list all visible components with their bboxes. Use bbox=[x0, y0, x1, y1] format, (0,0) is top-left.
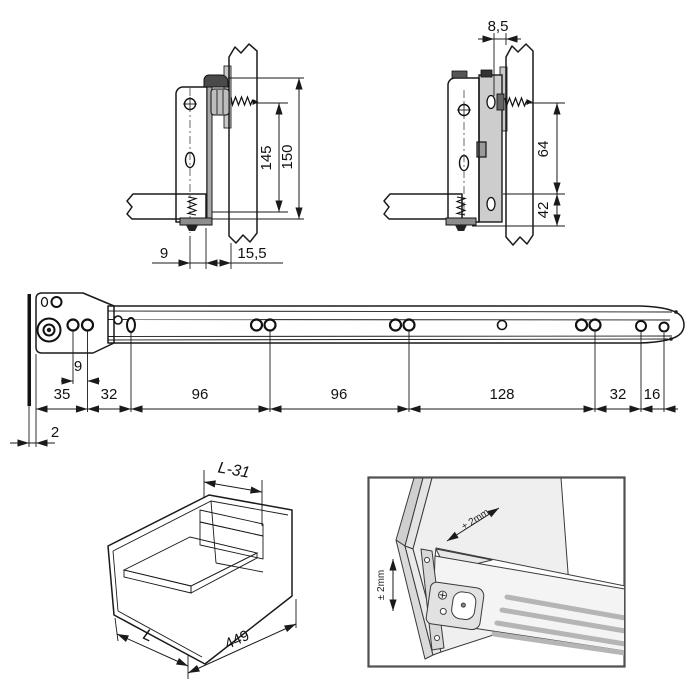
detail-view-right: 8,5 64 42 bbox=[383, 18, 565, 246]
back-panel-face bbox=[199, 521, 264, 560]
rail-head bbox=[35, 292, 115, 354]
dim-label-96b: 96 bbox=[331, 386, 348, 403]
screw-tip bbox=[252, 99, 259, 105]
rail-profile-view: 9 35 32 96 96 128 32 16 2 bbox=[10, 292, 685, 447]
dim-label-16: 16 bbox=[644, 386, 661, 403]
dim-label-145: 145 bbox=[258, 145, 275, 170]
wood-board-horizontal bbox=[126, 193, 207, 220]
screw-vertical bbox=[185, 196, 199, 216]
dim-label-9-pair: 9 bbox=[74, 358, 82, 375]
dim-label-42: 42 bbox=[535, 202, 552, 219]
bottom-flange bbox=[179, 217, 213, 226]
drawer-box-silhouette bbox=[107, 494, 293, 665]
screw-vertical bbox=[454, 196, 468, 216]
screw-tip bbox=[526, 99, 533, 105]
dim-label-96a: 96 bbox=[192, 386, 209, 403]
detail-view-left: 145 150 9 15,5 bbox=[126, 43, 304, 269]
dim-label-2: 2 bbox=[51, 424, 59, 441]
tolerance-label-vertical: ± 2mm bbox=[376, 570, 387, 601]
screw-horizontal bbox=[504, 96, 528, 109]
back-panel-top bbox=[199, 509, 264, 537]
screw-head bbox=[455, 225, 467, 231]
dim-label-128: 128 bbox=[489, 386, 514, 403]
adjuster-bushing bbox=[210, 88, 230, 116]
latch-tab bbox=[476, 141, 487, 158]
dim-label-L-31: L-31 bbox=[217, 459, 251, 481]
rail-highlight bbox=[110, 312, 666, 319]
drawer-bottom-board bbox=[122, 536, 259, 587]
dim-label-8-5: 8,5 bbox=[488, 18, 509, 35]
adjustment-view: ± 2mm ± 2mm bbox=[367, 476, 626, 668]
front-panel-edge bbox=[27, 294, 31, 406]
screw-horizontal bbox=[230, 95, 254, 108]
drawer-box-view: L-31 L 449 bbox=[107, 459, 297, 679]
screw-washer bbox=[496, 93, 505, 111]
slot-top bbox=[486, 94, 496, 110]
dim-label-32b: 32 bbox=[610, 386, 627, 403]
rail-bar bbox=[107, 305, 685, 344]
dim-label-32a: 32 bbox=[101, 386, 118, 403]
dim-label-150: 150 bbox=[279, 144, 296, 169]
wood-board-horizontal bbox=[383, 193, 463, 220]
screw-head bbox=[186, 225, 198, 231]
bottom-flange bbox=[445, 217, 477, 226]
dim-label-35: 35 bbox=[54, 386, 71, 403]
bracket-plate bbox=[447, 77, 480, 223]
dim-label-9-front: 9 bbox=[160, 245, 168, 262]
dim-label-15-5: 15,5 bbox=[237, 245, 266, 262]
wood-panel-vertical bbox=[505, 43, 534, 246]
dim-label-64: 64 bbox=[535, 141, 552, 158]
top-cap-right bbox=[480, 69, 493, 78]
slot-bottom bbox=[486, 196, 496, 212]
clamp-hook bbox=[203, 74, 229, 88]
front-bracket-3d bbox=[425, 581, 485, 630]
adjustment-art: ± 2mm ± 2mm bbox=[376, 478, 624, 660]
wood-panel-vertical bbox=[228, 43, 258, 244]
top-cap-left bbox=[451, 70, 468, 79]
